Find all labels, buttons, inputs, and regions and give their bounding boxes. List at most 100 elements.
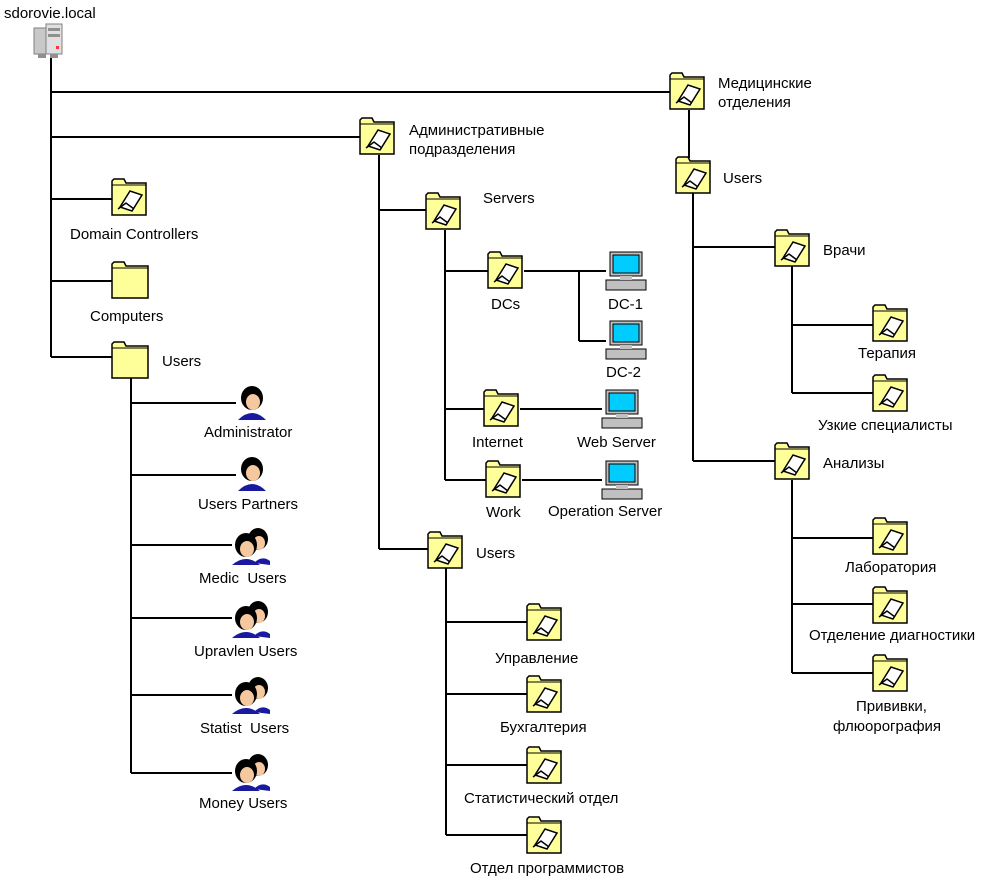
ou-vaccination[interactable]: Прививки, флюорография [833, 654, 941, 735]
ou-laboratory[interactable]: Лаборатория [845, 517, 936, 576]
ou-specialists[interactable]: Узкие специалисты [818, 374, 953, 434]
ou-folder-icon [526, 675, 562, 713]
container-users[interactable]: Users [111, 341, 201, 379]
ou-therapy[interactable]: Терапия [858, 304, 916, 362]
group-upravlen-users[interactable]: Upravlen Users [194, 601, 297, 660]
ou-child-label: Статистический отдел [464, 790, 618, 807]
ou-folder-icon [111, 178, 147, 216]
group-icon [232, 528, 270, 565]
member-label: Medic Users [199, 570, 287, 587]
ou-child-label: Узкие специалисты [818, 417, 953, 434]
ou-folder-icon [669, 72, 705, 110]
computer-label: DC-2 [606, 364, 641, 381]
ou-folder-icon [872, 517, 908, 555]
computer-icon [605, 251, 647, 291]
computer-dc-1[interactable]: DC-1 [605, 251, 647, 313]
ou-child-label-2: флюорография [833, 718, 941, 735]
computer-label: Operation Server [548, 503, 662, 520]
ou-internet[interactable]: Internet [472, 389, 524, 451]
computer-icon [601, 389, 643, 429]
group-icon [232, 601, 270, 638]
ou-medical-label-2: отделения [718, 94, 791, 111]
group-icon [232, 677, 270, 714]
server-icon [33, 23, 63, 59]
computer-label: Web Server [577, 434, 656, 451]
ou-child-label: Лаборатория [845, 559, 936, 576]
ou-folder-icon [774, 229, 810, 267]
computer-operation-server[interactable]: Operation Server [548, 460, 662, 520]
ou-child-label: Отдел программистов [470, 860, 624, 877]
computer-icon [605, 320, 647, 360]
ou-administrative[interactable]: Административные подразделения [359, 117, 544, 158]
ou-administrative-label-1: Административные [409, 122, 544, 139]
user-icon [238, 386, 266, 420]
ou-diagnostics[interactable]: Отделение диагностики [809, 586, 975, 644]
container-users-label: Users [162, 353, 201, 370]
domain-root[interactable]: sdorovie.local [4, 5, 96, 59]
ou-servers[interactable]: Servers [425, 190, 535, 230]
ou-internet-label: Internet [472, 434, 524, 451]
ou-folder-icon [526, 746, 562, 784]
ou-upravlenie[interactable]: Управление [495, 603, 578, 667]
ou-work[interactable]: Work [485, 460, 521, 521]
member-label: Statist Users [200, 720, 289, 737]
ou-buhgalteria[interactable]: Бухгалтерия [500, 675, 587, 736]
member-label: Upravlen Users [194, 643, 297, 660]
ou-medical-users-label: Users [723, 170, 762, 187]
ou-medical-label-1: Медицинские [718, 75, 812, 92]
ou-folder-icon [483, 389, 519, 427]
connector-lines [50, 55, 873, 836]
ou-tests-label: Анализы [823, 455, 884, 472]
ou-folder-icon [872, 374, 908, 412]
ou-folder-icon [872, 654, 908, 692]
computer-icon [601, 460, 643, 500]
ou-folder-icon [872, 586, 908, 624]
ou-tests[interactable]: Анализы [774, 442, 884, 480]
ou-child-label: Отделение диагностики [809, 627, 975, 644]
ou-doctors-label: Врачи [823, 242, 866, 259]
folder-icon [111, 341, 149, 379]
group-statist-users[interactable]: Statist Users [200, 677, 289, 737]
ou-work-label: Work [486, 504, 521, 521]
user-icon [238, 457, 266, 491]
container-computers-label: Computers [90, 308, 163, 325]
ou-folder-icon [359, 117, 395, 155]
ou-doctors[interactable]: Врачи [774, 229, 866, 267]
ou-folder-icon [872, 304, 908, 342]
ou-dcs-label: DCs [491, 296, 520, 313]
ou-dcs[interactable]: DCs [487, 251, 523, 313]
computer-dc-2[interactable]: DC-2 [605, 320, 647, 381]
user-users-partners[interactable]: Users Partners [198, 457, 298, 513]
ou-admin-users[interactable]: Users [427, 531, 515, 569]
ou-folder-icon [427, 531, 463, 569]
ou-medical-users[interactable]: Users [675, 156, 762, 194]
ou-folder-icon [526, 816, 562, 854]
ou-folder-icon [675, 156, 711, 194]
ou-folder-icon [774, 442, 810, 480]
member-label: Administrator [204, 424, 292, 441]
ou-admin-users-label: Users [476, 545, 515, 562]
ou-programmers-dept[interactable]: Отдел программистов [470, 816, 624, 877]
user-administrator[interactable]: Administrator [204, 386, 292, 441]
group-icon [232, 754, 270, 791]
ou-folder-icon [485, 460, 521, 498]
ou-folder-icon [526, 603, 562, 641]
container-computers[interactable]: Computers [90, 261, 163, 325]
group-medic-users[interactable]: Medic Users [199, 528, 287, 587]
member-label: Users Partners [198, 496, 298, 513]
ou-child-label: Управление [495, 650, 578, 667]
computer-label: DC-1 [608, 296, 643, 313]
ou-child-label-1: Прививки, [856, 698, 927, 715]
member-label: Money Users [199, 795, 287, 812]
ou-administrative-label-2: подразделения [409, 141, 515, 158]
group-money-users[interactable]: Money Users [199, 754, 287, 812]
ou-servers-label: Servers [483, 190, 535, 207]
folder-icon [111, 261, 149, 299]
ou-medical[interactable]: Медицинские отделения [669, 72, 812, 111]
ou-domain-controllers-label: Domain Controllers [70, 226, 198, 243]
computer-web-server[interactable]: Web Server [577, 389, 656, 451]
ou-statistic-dept[interactable]: Статистический отдел [464, 746, 618, 807]
ou-child-label: Бухгалтерия [500, 719, 587, 736]
ou-folder-icon [487, 251, 523, 289]
ou-domain-controllers[interactable]: Domain Controllers [70, 178, 198, 243]
